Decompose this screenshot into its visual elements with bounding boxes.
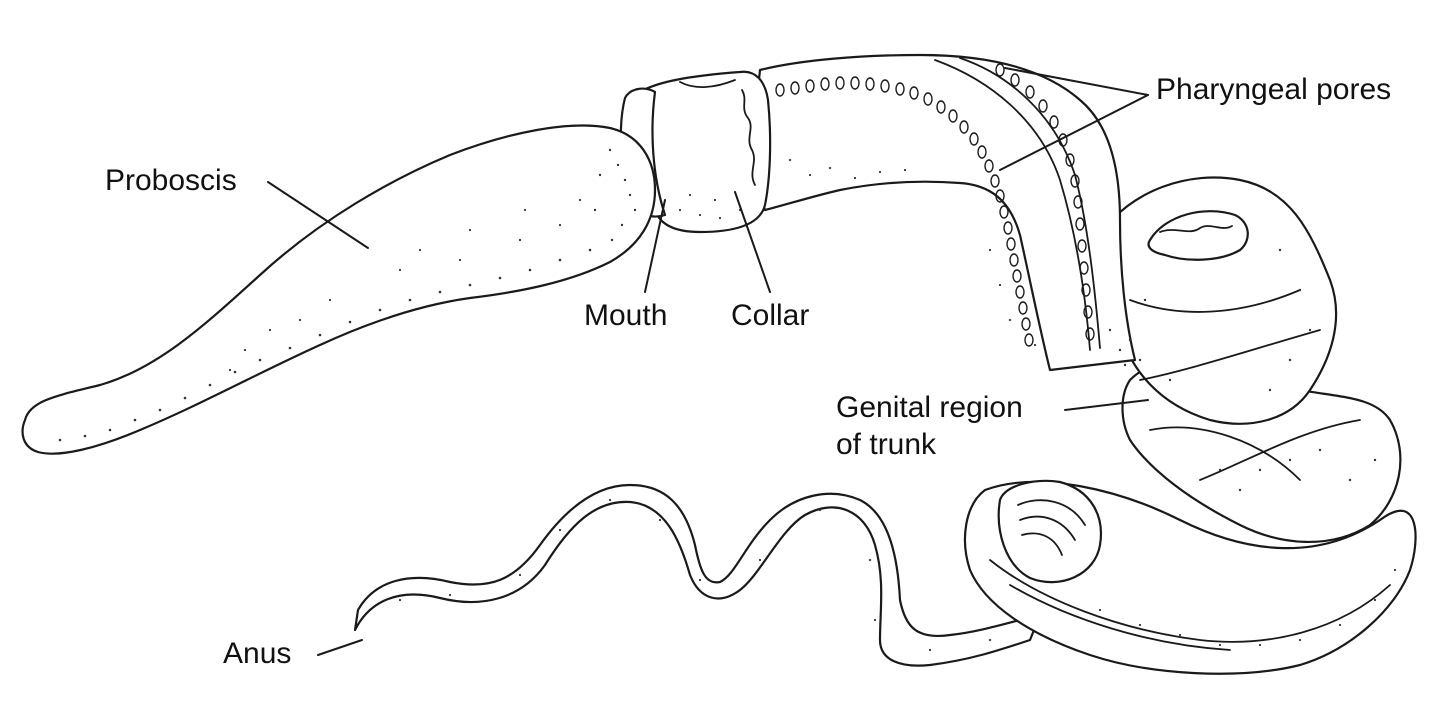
pharyngeal-pore-row [775, 76, 1034, 347]
label-genital-region-line2: of trunk [836, 428, 937, 461]
pharyngeal-pores-leader-upper [1004, 67, 1149, 96]
label-proboscis: Proboscis [105, 164, 237, 197]
anus-leader [317, 639, 363, 656]
pharyngeal-pores-leader-lower [999, 94, 1149, 171]
stipple-texture [58, 148, 1397, 652]
label-pharyngeal-pores: Pharyngeal pores [1156, 73, 1391, 106]
posterior-trunk [353, 483, 1042, 667]
pharyngeal-pore-row-far [995, 63, 1095, 341]
proboscis-leader [267, 181, 369, 249]
proboscis [21, 124, 657, 455]
label-genital-region-line1: Genital region [836, 391, 1023, 424]
genital-region-leader [1064, 399, 1149, 411]
mouth-leader [644, 199, 666, 293]
leader-lines [267, 67, 1149, 656]
label-mouth: Mouth [584, 299, 667, 332]
label-anus: Anus [223, 637, 291, 670]
coiled-trunk [963, 176, 1417, 675]
label-collar: Collar [731, 299, 809, 332]
branchial-trunk [754, 53, 1137, 372]
collar-leader [734, 191, 771, 293]
